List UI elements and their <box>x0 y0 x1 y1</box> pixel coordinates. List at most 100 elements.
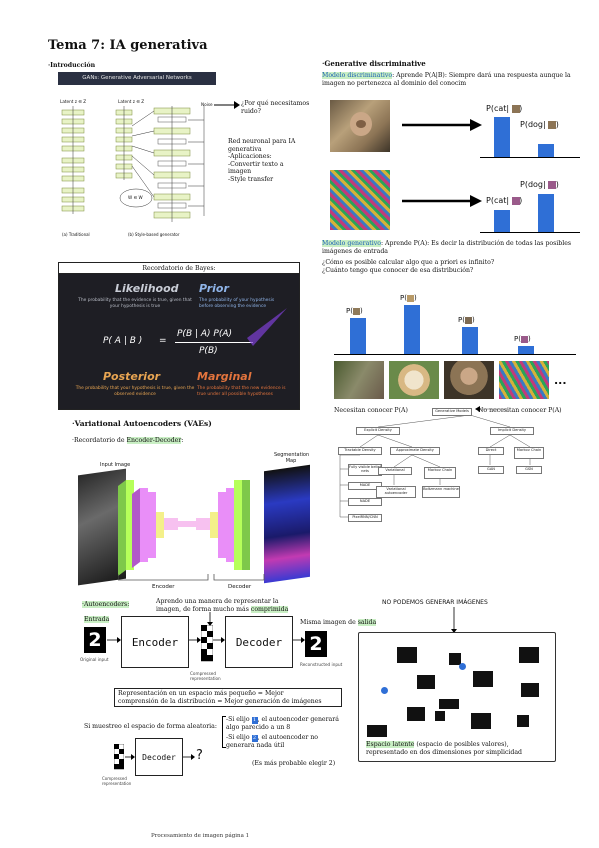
gan-diagram <box>61 106 205 222</box>
compressed-code-icon <box>114 744 124 770</box>
vae-recap: ·Recordatorio de Encoder-Decoder: <box>72 437 184 444</box>
gan-noise: Noise <box>201 102 213 107</box>
output-digit: 2 <box>305 631 327 657</box>
vae-heading: ·Variational Autoencoders (VAEs) <box>72 419 212 428</box>
intro-heading: ·Introducción <box>48 62 96 69</box>
compressed-label: Compressed representation <box>190 671 221 681</box>
baseline-2 <box>480 232 580 233</box>
encoder-decoder-term: Encoder-Decoder <box>126 437 182 444</box>
latent-space-box <box>358 632 556 762</box>
input-digit: 2 <box>84 627 106 653</box>
disc-label: Modelo discriminativo <box>322 72 393 79</box>
tree-variational: Variational <box>378 467 412 475</box>
latent-point-2 <box>381 687 388 694</box>
tree-approx: Approximate Density <box>390 447 440 455</box>
gan-label-b: Latent z ∈ Z <box>118 99 145 104</box>
bar-p-1 <box>350 318 366 354</box>
bayes-prior: Prior <box>199 282 229 295</box>
bayes-numerator: P(B | A) P(A) <box>177 329 233 339</box>
encoder-box: Encoder <box>121 616 189 668</box>
ellipsis: ... <box>554 374 567 387</box>
arrow-icon <box>402 119 482 131</box>
bayes-lhs: P( A | B ) <box>103 336 143 346</box>
encdec-figure: Input Image Segmentation Map Encoder Dec… <box>78 450 310 600</box>
bar-p-4 <box>518 346 534 354</box>
latent-point-1 <box>459 663 466 670</box>
tree-root: Generative Models <box>432 408 472 416</box>
arrow-icon <box>183 754 195 760</box>
disc-desc: : Aprende P(A|B): Siempre dará una respu… <box>322 72 571 87</box>
bayes-prior-desc: The probability of your hypothesis befor… <box>199 298 275 309</box>
encdec-layers <box>118 480 250 576</box>
latent-cluster <box>439 699 459 709</box>
latent-cluster <box>417 675 435 689</box>
latent-cluster <box>397 647 417 663</box>
autoenc-learn-text: Aprendo una manera de representar la ima… <box>156 598 289 613</box>
bayes-header: Recordatorio de Bayes: <box>59 263 299 274</box>
latent-cluster <box>435 711 445 721</box>
random-sampling-question: Si muestreo el espacio de forma aleatori… <box>84 723 217 730</box>
latent-cluster <box>473 671 493 687</box>
bayes-posterior: Posterior <box>103 370 161 383</box>
question-infinite: ¿Cómo es posible calcular algo que a pri… <box>322 259 495 266</box>
compressed-label-2: Compressed representation <box>102 776 132 786</box>
p-cat-label-1: P(cat|) <box>486 104 523 113</box>
bayes-marginal: Marginal <box>197 370 252 383</box>
tree-markov: Markov Chain <box>424 467 456 479</box>
p-label-1: P() <box>346 307 363 315</box>
bar-dog-2 <box>538 194 554 232</box>
noise-question: ¿Por qué necesitamos ruido? <box>241 100 310 115</box>
page-title: Tema 7: IA generativa <box>48 38 208 53</box>
bayes-equals: = <box>159 336 167 346</box>
cat-photo <box>334 361 384 399</box>
bayes-marginal-desc: The probability that the new evidence is… <box>197 386 286 397</box>
gan-caption-b: (b) Style-based generator <box>128 232 180 237</box>
p-cat-label-2: P(cat|) <box>486 196 523 205</box>
input-image-label: Input Image <box>100 462 131 468</box>
p-label-4: P() <box>514 335 531 343</box>
generative-text: Modelo generativo: Aprende P(A): Es deci… <box>322 240 594 255</box>
intro-notes: Red neuronal para IA generativa -Aplicac… <box>228 138 296 183</box>
baseline-1 <box>480 157 580 158</box>
gan-label-a: Latent z ∈ Z <box>60 99 87 104</box>
arrow-icon <box>214 101 240 109</box>
tree-pixel: PixelRNN/CNN <box>348 514 382 522</box>
unknown-output: ? <box>196 748 203 763</box>
gan-figure: GANs: Generative Adversarial Networks La… <box>58 72 216 242</box>
no-need-label: No necesitan conocer P(A) <box>478 407 562 414</box>
choice-2: -Si elijo 2, el autoencoder no generara … <box>226 734 319 749</box>
arrow-icon <box>207 612 213 626</box>
arrow-icon <box>213 637 225 643</box>
p-label-2: P() <box>400 294 417 302</box>
bayes-likelihood-desc: The probability that the evidence is tru… <box>78 298 192 309</box>
bar-p-3 <box>462 327 478 354</box>
arrow-icon <box>125 754 135 760</box>
autoencoders-heading: ·Autoencoders: <box>82 601 130 608</box>
decoder-label: Decoder <box>228 584 252 590</box>
arrow-icon <box>451 607 457 633</box>
need-know-label: Necesitan conocer P(A) <box>334 407 408 414</box>
latent-cluster <box>521 683 539 697</box>
encoder-label: Encoder <box>152 584 175 590</box>
choice-bracket <box>222 716 226 748</box>
latent-cluster <box>449 653 461 665</box>
latent-cluster <box>471 713 491 729</box>
tree-nade: NADE <box>348 498 382 506</box>
latent-cluster <box>519 647 539 663</box>
latent-cluster <box>517 715 529 727</box>
latent-term: Espacio latente <box>366 741 415 748</box>
decoder-box: Decoder <box>225 616 293 668</box>
same-output-label: Misma imagen de salida <box>300 619 377 626</box>
arrow-icon <box>107 637 121 643</box>
bar-p-2 <box>404 305 420 354</box>
tree-implicit: Implicit Density <box>490 427 534 435</box>
gan-banner: GANs: Generative Adversarial Networks <box>58 72 216 85</box>
gen-desc: : Aprende P(A): Es decir la distribución… <box>322 240 572 255</box>
segmentation-map <box>264 464 310 584</box>
bayes-panel: Recordatorio de Bayes: Likelihood The pr… <box>58 262 300 410</box>
question-distribution: ¿Cuánto tengo que conocer de esa distrib… <box>322 267 474 274</box>
p-label-3: P() <box>458 316 475 324</box>
arrow-icon <box>189 637 201 643</box>
latent-cluster <box>407 707 425 721</box>
cannot-generate-label: NO PODEMOS GENERAR IMÁGENES <box>382 599 488 606</box>
